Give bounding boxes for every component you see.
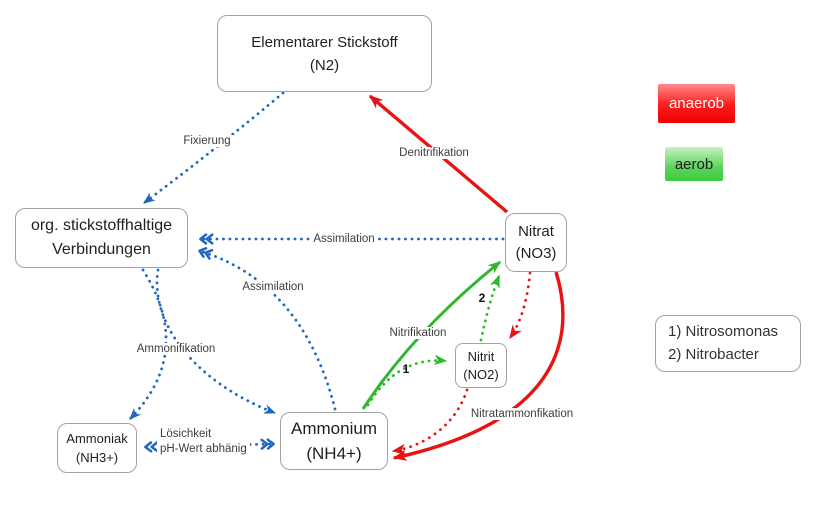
edge-label-step-1: 1	[402, 362, 410, 376]
edge-label-assimilation-top: Assimilation	[310, 233, 378, 245]
edge-label-ammonifikation: Ammonifikation	[133, 343, 219, 355]
solubility-line-1: Lösichkeit	[160, 428, 212, 440]
edge-nitrit-to-ammonium	[391, 388, 469, 455]
notes-bacteria: 1) Nitrosomonas 2) Nitrobacter	[655, 315, 801, 372]
legend-aerob-label: aerob	[674, 155, 714, 173]
edge-label-nitratammonfikation: Nitratammonfikation	[467, 408, 577, 420]
node-formula: (NO3)	[515, 244, 557, 262]
edge-nitratammonfikation-nitrat-to-ammonium	[392, 271, 565, 461]
note-nitrobacter: 2) Nitrobacter	[668, 346, 759, 363]
edge-nitrat-to-nitrit	[508, 271, 532, 340]
node-label: Verbindungen	[52, 241, 151, 258]
legend-anaerob-label: anaerob	[668, 95, 725, 112]
edge-assimilation-ammonium-to-org	[198, 247, 337, 411]
edge-label-denitrifikation: Denitrifikation	[396, 147, 472, 159]
node-label: Ammoniak	[66, 431, 128, 446]
edge-label-nitrifikation: Nitrifikation	[386, 327, 450, 339]
node-label: Nitrit	[467, 348, 495, 364]
edge-label-solubility: Lösichkeit pH-Wert abhänig	[157, 426, 250, 458]
node-nitrat: Nitrat (NO3)	[505, 213, 567, 272]
note-nitrosomonas: 1) Nitrosomonas	[668, 323, 779, 340]
edge-step1-ammonium-to-nitrit	[366, 354, 448, 407]
node-elementarer-stickstoff: Elementarer Stickstoff (N2)	[217, 15, 432, 92]
node-formula: (NH3+)	[75, 450, 119, 465]
node-ammoniak: Ammoniak (NH3+)	[57, 423, 137, 473]
solubility-line-2: pH-Wert abhänig	[160, 443, 247, 455]
node-formula: (NO2)	[463, 366, 499, 382]
node-formula: (NH4+)	[306, 444, 362, 463]
node-ammonium: Ammonium (NH4+)	[280, 412, 388, 470]
edge-label-assimilation-curve: Assimilation	[239, 281, 307, 293]
node-label: Nitrat	[518, 222, 554, 240]
edge-ammonifikation-org-to-ammoniak	[128, 268, 168, 421]
node-nitrit: Nitrit (NO2)	[455, 343, 507, 388]
node-label: Ammonium	[291, 419, 377, 438]
edge-label-fixierung: Fixierung	[180, 135, 234, 147]
edge-step2-nitrit-to-nitrat	[479, 274, 501, 342]
edge-label-step-2: 2	[478, 291, 486, 305]
legend-aerob: aerob	[665, 147, 723, 181]
node-label: org. stickstoffhaltige	[30, 217, 173, 234]
node-label: Elementarer Stickstoff	[251, 33, 398, 51]
legend-anaerob: anaerob	[658, 84, 735, 123]
edge-fixierung	[142, 91, 285, 205]
node-organische-verbindungen: org. stickstoffhaltige Verbindungen	[15, 208, 188, 268]
node-formula: (N2)	[309, 56, 340, 74]
